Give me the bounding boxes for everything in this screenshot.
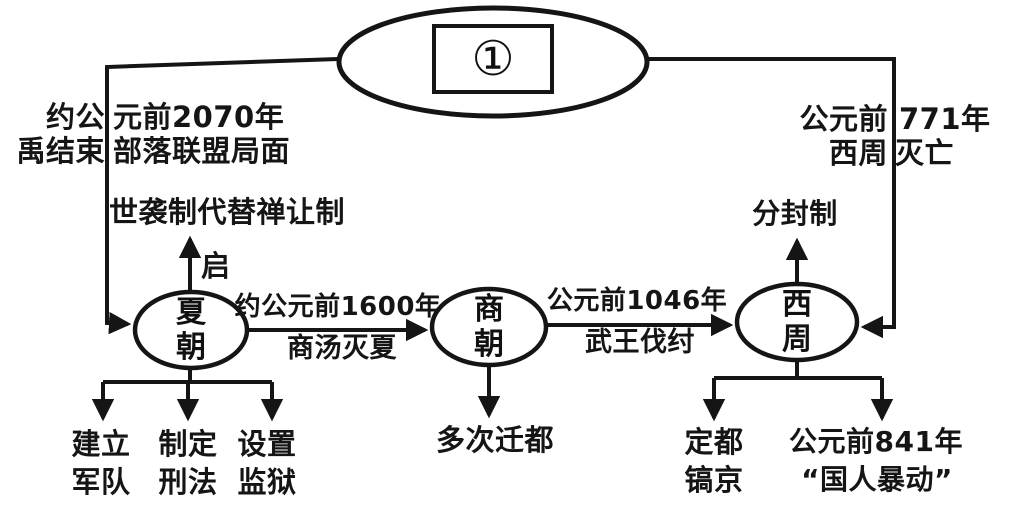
xia-achievement-law-line1: 制定	[158, 427, 218, 461]
shang-char1: 商	[474, 292, 504, 327]
right-note-line2-inner: 灭亡	[895, 136, 955, 170]
right-note-line1-inner: 771年	[899, 102, 991, 136]
connector-timeline-to-zhou	[648, 57, 896, 339]
zhou-char2: 周	[782, 322, 812, 357]
shang-note-label: 多次迁都	[435, 423, 555, 457]
left-note-line2-inner: 部落联盟局面	[113, 134, 291, 168]
xia-achievement-law-line2: 刑法	[158, 465, 218, 499]
shang-to-zhou-event: 武王伐纣	[585, 327, 695, 358]
shang-ellipse	[429, 286, 549, 368]
xia-ellipse	[132, 289, 250, 371]
shang-char2: 朝	[474, 327, 504, 362]
xia-achievement-army-line2: 军队	[71, 465, 131, 499]
left-note-line2-outer: 禹结束	[16, 134, 105, 168]
zhou-dynasty-label: 西 周	[782, 287, 812, 357]
xia-achievement-prison-line2: 监狱	[237, 465, 297, 499]
zhou-capital-line1: 定都	[684, 425, 744, 459]
xia-to-shang-event: 商汤灭夏	[287, 333, 397, 364]
xia-to-shang-year: 约公元前1600年	[234, 292, 442, 322]
xia-dynasty-label: 夏 朝	[176, 295, 206, 365]
xia-char1: 夏	[176, 295, 206, 330]
zhou-riot-event: “国人暴动”	[801, 463, 953, 496]
zhou-riot-year: 公元前841年	[789, 425, 963, 458]
zhou-system-label: 分封制	[752, 197, 838, 230]
right-note-line1-outer: 公元前	[799, 102, 888, 136]
left-note-line1-outer: 约公	[45, 100, 105, 134]
zhou-ellipse	[734, 281, 860, 363]
blank-answer-label: ①	[471, 31, 515, 87]
xia-achievement-army-line1: 建立	[71, 427, 131, 461]
zhou-capital-line2: 镐京	[684, 463, 744, 497]
shang-dynasty-label: 商 朝	[474, 292, 504, 362]
xia-founder-label: 启	[201, 249, 231, 283]
zhou-char1: 西	[782, 287, 812, 322]
left-note-line1-inner: 元前2070年	[113, 100, 285, 134]
xia-char2: 朝	[176, 330, 206, 365]
xia-achievement-prison-line1: 设置	[237, 427, 297, 461]
right-note-line2-outer: 西周	[828, 136, 888, 170]
xia-succession-label: 世袭制代替禅让制	[109, 195, 346, 229]
blank-answer-box	[432, 24, 554, 94]
connector-timeline-to-xia	[105, 57, 339, 335]
shang-to-zhou-year: 公元前1046年	[546, 286, 728, 316]
